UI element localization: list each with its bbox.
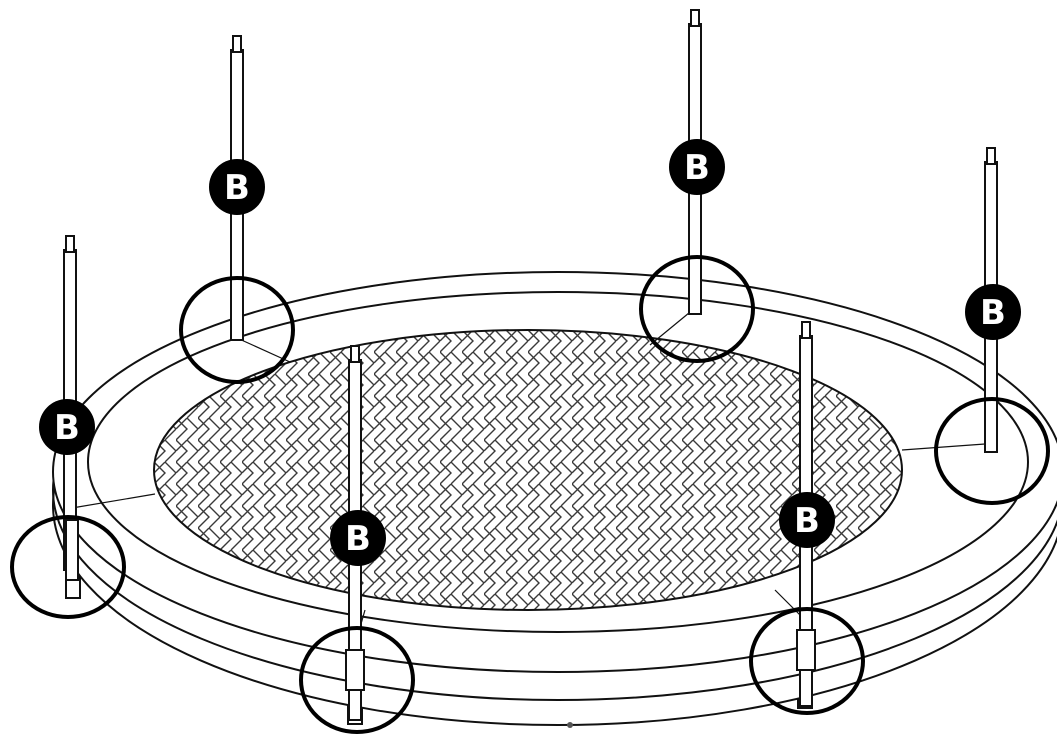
svg-text:B: B [794,501,820,541]
svg-text:B: B [224,168,250,208]
callout-circle [934,397,1050,505]
svg-text:B: B [980,293,1006,333]
part-badge: B [779,492,835,548]
part-badge: B [39,399,95,455]
frame-marker-dot [567,722,573,728]
part-badge: B [330,510,386,566]
callout-circle [179,276,295,384]
part-badge: B [669,139,725,195]
part-b-badges: B B B B B B [39,139,1021,566]
callout-circle [299,626,415,734]
svg-text:B: B [684,148,710,188]
part-badge: B [209,159,265,215]
svg-text:B: B [54,408,80,448]
callout-circle [749,607,865,715]
svg-text:B: B [345,519,371,559]
base-callouts [10,255,1050,734]
callout-circle [10,515,126,619]
jumping-mat [153,329,903,611]
part-badge: B [965,284,1021,340]
callout-circle [639,255,755,363]
